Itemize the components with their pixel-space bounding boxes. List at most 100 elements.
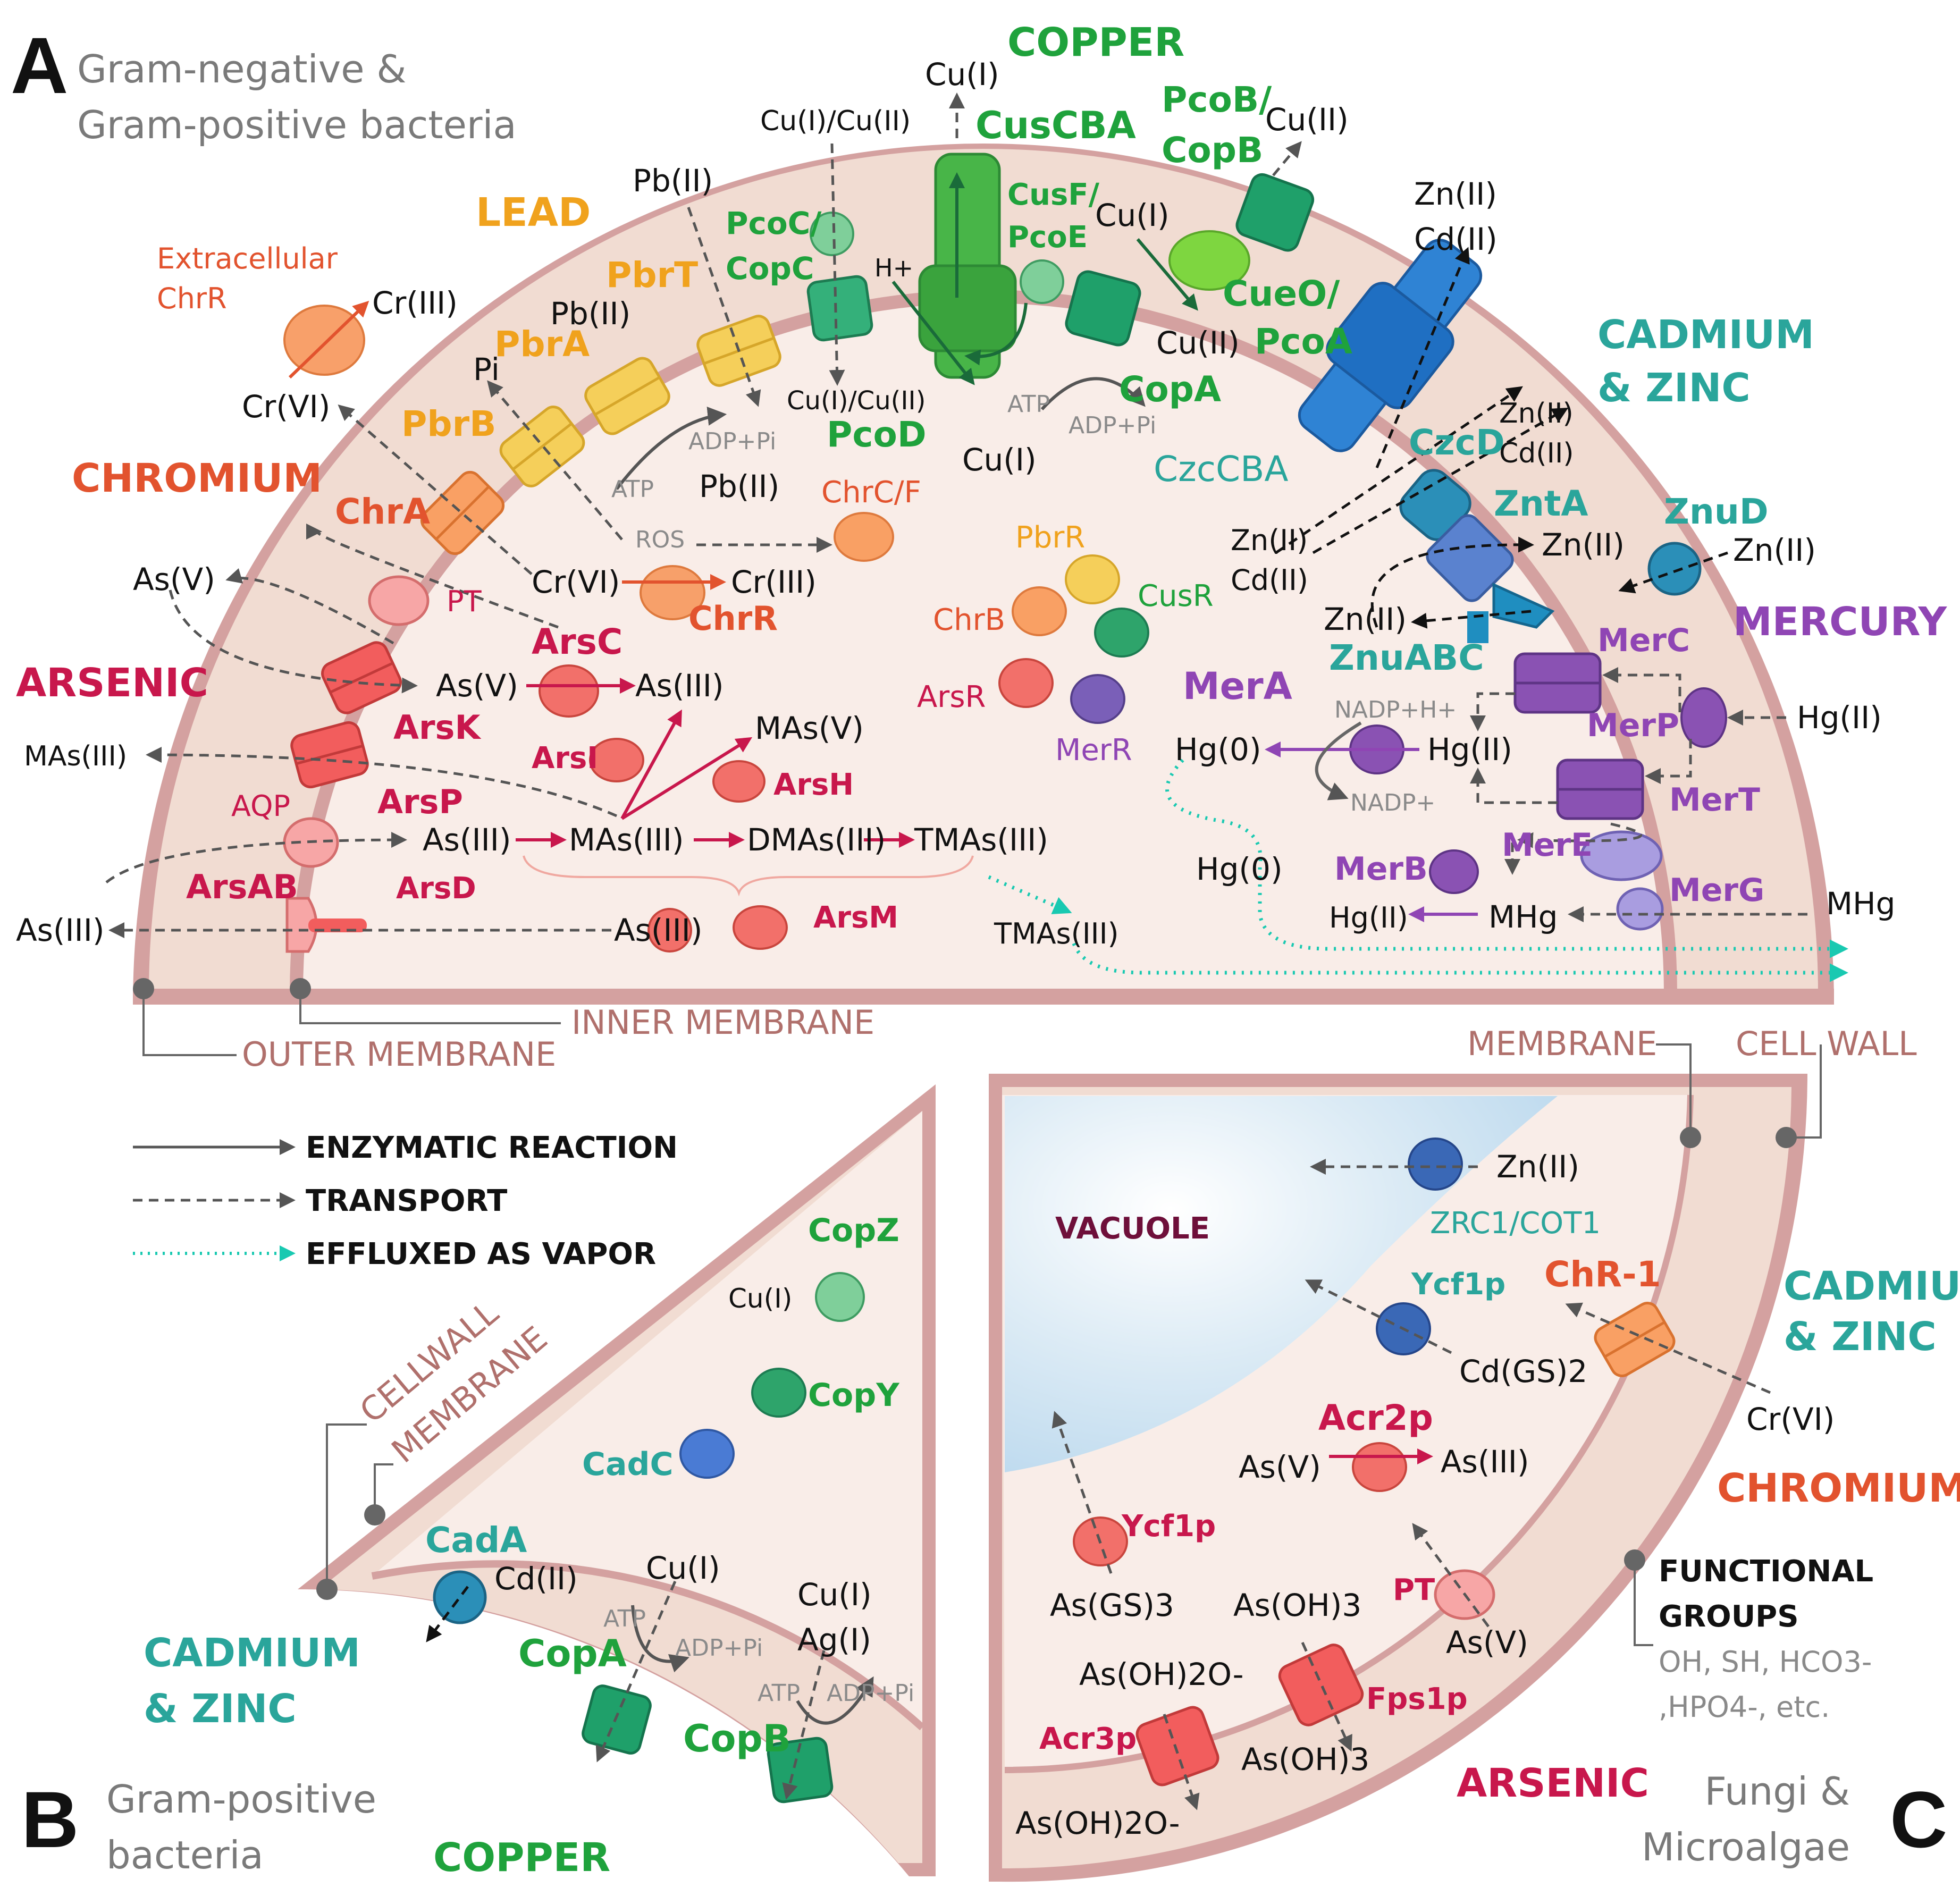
- group-chromium-c: CHROMIUM: [1717, 1465, 1960, 1511]
- label-functional-2: GROUPS: [1659, 1599, 1799, 1634]
- acr3p-transporter: [1135, 1706, 1219, 1787]
- pbra-transporter: [584, 357, 670, 435]
- group-chromium-a: CHROMIUM: [72, 456, 322, 501]
- s-cu2-cueo: Cu(II): [1156, 325, 1240, 361]
- s-mas3: MAs(III): [569, 822, 684, 858]
- p-ycf1p-cd: Ycf1p: [1411, 1267, 1505, 1302]
- s-as5-pt: As(V): [1446, 1624, 1528, 1661]
- s-atp-copb: ATP: [758, 1680, 800, 1707]
- s-cr3-ext: Cr(III): [372, 285, 458, 321]
- p-cada: CadA: [425, 1520, 527, 1561]
- p-chrcf: ChrC/F: [821, 475, 921, 510]
- p-znuabc: ZnuABC: [1329, 637, 1484, 678]
- p-pbrb: PbrB: [401, 403, 496, 444]
- cytoplasm-shape: [303, 303, 1664, 994]
- s-dmas3: DMAs(III): [747, 822, 886, 858]
- p-cuscba: CusCBA: [975, 104, 1136, 147]
- p-chrb: ChrB: [933, 603, 1005, 637]
- p-copa-b: CopA: [518, 1632, 627, 1675]
- s-asoh2o-a: As(OH)2O-: [1079, 1656, 1244, 1692]
- s-tmas3-vap: TMAs(III): [994, 917, 1119, 950]
- group-cadzinc-b-2: & ZINC: [144, 1686, 297, 1732]
- group-lead: LEAD: [476, 190, 591, 235]
- group-cadzinc-b-1: CADMIUM: [144, 1630, 360, 1676]
- p-ycf1p-as: Ycf1p: [1121, 1509, 1216, 1544]
- s-pb2-pbrt: Pb(II): [550, 296, 630, 332]
- pcob-transporter: [1235, 173, 1315, 252]
- s-cr6-c: Cr(VI): [1746, 1401, 1835, 1437]
- mere-transporter: [1580, 830, 1663, 881]
- p-zrc1: ZRC1/COT1: [1430, 1206, 1601, 1241]
- p-pcoc-1: PcoC/: [726, 205, 822, 241]
- s-mas5: MAs(V): [755, 710, 864, 746]
- znud-transporter: [1647, 542, 1702, 596]
- p-copy: CopY: [808, 1377, 900, 1414]
- p-pbra: PbrA: [494, 324, 590, 365]
- p-pcob-1: PcoB/: [1162, 79, 1272, 120]
- s-zn2-left: Zn(II): [1231, 524, 1308, 557]
- s-pb2-in: Pb(II): [699, 468, 779, 504]
- s-hg0: Hg(0): [1175, 731, 1261, 768]
- protein-labels-a: Extracellular ChrR ChrA PbrB PbrA PbrT P…: [157, 79, 1769, 935]
- s-adp-pb: ADP+Pi: [688, 428, 776, 455]
- metal-group-labels: COPPER LEAD CHROMIUM ARSENIC CADMIUM & Z…: [16, 20, 1960, 1881]
- panel-b-title-1: Gram-positive: [106, 1777, 376, 1822]
- panel-b-interior: [372, 1111, 922, 1728]
- group-copper-b: COPPER: [433, 1835, 610, 1881]
- group-arsenic-a: ARSENIC: [16, 660, 208, 706]
- label-functional-list-2: ,HPO4-, etc.: [1659, 1690, 1830, 1724]
- structure-pointers: [142, 989, 1822, 1646]
- s-hg2-merb: Hg(II): [1329, 901, 1408, 934]
- s-cd2-left: Cd(II): [1231, 563, 1308, 597]
- p-copz: CopZ: [808, 1212, 899, 1249]
- group-mercury: MERCURY: [1733, 599, 1948, 645]
- p-chra: ChrA: [335, 491, 430, 532]
- labels-c: ZRC1/COT1 Ycf1p ChR-1 Acr2p Ycf1p PT Fps…: [1015, 1149, 1835, 1841]
- p-czcd: CzcD: [1409, 422, 1505, 463]
- mert-transporter: [1556, 759, 1644, 820]
- merg-transporter: [1616, 887, 1664, 931]
- panel-a-title-1: Gram-negative &: [77, 47, 407, 91]
- s-as3-c: As(III): [1441, 1444, 1529, 1480]
- panel-c-title-1: Fungi &: [1705, 1769, 1850, 1814]
- label-inner-membrane: INNER MEMBRANE: [571, 1003, 874, 1042]
- p-cusr: CusR: [1138, 579, 1214, 613]
- arrows-solid: [288, 172, 1478, 1725]
- panel-c-letter: C: [1890, 1775, 1947, 1864]
- s-cu1-copa: Cu(I): [962, 442, 1037, 478]
- s-cu1-copa-b: Cu(I): [646, 1550, 720, 1586]
- copa-transporter: [1065, 270, 1141, 347]
- panel-b-membrane-line: [371, 1560, 925, 1731]
- s-hg0-b: Hg(0): [1196, 851, 1283, 887]
- s-cd2-czcd: Cd(II): [1499, 437, 1574, 469]
- s-cu1-copb: Cu(I): [797, 1577, 872, 1613]
- p-arsab: ArsAB: [186, 867, 298, 906]
- label-vacuole: VACUOLE: [1055, 1211, 1210, 1246]
- p-znud: ZnuD: [1664, 491, 1769, 532]
- s-nadp: NADP+: [1350, 789, 1435, 816]
- s-pi-pbrb: Pi: [473, 351, 500, 387]
- label-cell-wall-c: CELL WALL: [1736, 1024, 1917, 1063]
- label-functional-1: FUNCTIONAL: [1659, 1554, 1873, 1589]
- s-adp-copa: ADP+Pi: [1069, 412, 1156, 439]
- p-cueo-1: CueO/: [1223, 273, 1340, 314]
- panel-labels: A Gram-negative & Gram-positive bacteria…: [11, 21, 1947, 1877]
- panel-b-cell: [298, 1084, 936, 1876]
- s-mas3-out: MAs(III): [24, 740, 127, 772]
- s-cu2-pcob: Cu(II): [1265, 102, 1349, 138]
- s-zn2-top: Zn(II): [1414, 176, 1497, 212]
- panel-a-letter: A: [11, 21, 68, 110]
- s-cr3-in: Cr(III): [731, 564, 817, 600]
- bottom-membrane-bar: [133, 989, 1834, 1005]
- p-cadc: CadC: [582, 1446, 674, 1483]
- p-acr2p: Acr2p: [1318, 1397, 1433, 1438]
- group-arsenic-c: ARSENIC: [1457, 1760, 1649, 1806]
- p-extracellular-chrr-1: Extracellular: [157, 242, 338, 275]
- p-mere: MerE: [1502, 827, 1593, 864]
- s-ros: ROS: [635, 526, 685, 553]
- species-labels-a: Cu(I) Cu(I)/Cu(II) Cu(I)/Cu(II) Cu(II) C…: [16, 56, 1895, 950]
- s-cd2-top: Cd(II): [1414, 221, 1498, 257]
- legend-labels: ENZYMATIC REACTION TRANSPORT EFFLUXED AS…: [306, 1131, 678, 1271]
- p-znta: ZntA: [1494, 483, 1588, 524]
